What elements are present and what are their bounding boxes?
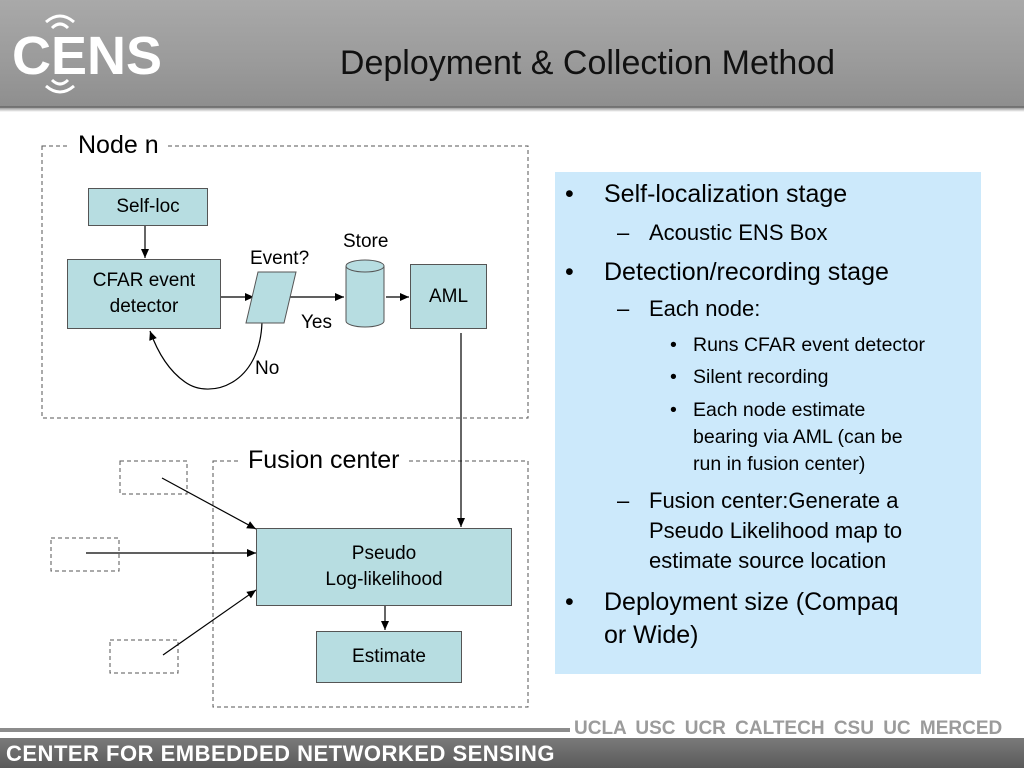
footer-divider (0, 728, 570, 732)
header-shadow (0, 106, 1024, 112)
bullet-acoustic-ens-box: Acoustic ENS Box (649, 220, 828, 245)
yes-label: Yes (301, 312, 332, 333)
arrow-no-loop (149, 321, 263, 390)
bullet-fusion-center-line2: Pseudo Likelihood map to (649, 518, 903, 543)
bullet-deployment-size-line2: or Wide) (604, 621, 699, 649)
bullet-node-estimate-line2: bearing via AML (can be (693, 426, 903, 448)
estimate-label: Estimate (352, 646, 426, 667)
bullet-self-localization: Self-localization stage (604, 180, 848, 208)
store-label: Store (343, 231, 389, 252)
dash-marker: – (617, 488, 630, 513)
estimate-box: Estimate (316, 631, 462, 683)
bullet-marker: • (565, 258, 574, 286)
bullet-marker: • (565, 588, 574, 616)
cfar-label-line2: detector (109, 296, 179, 317)
aml-label: AML (428, 285, 469, 307)
node-n-frame (41, 145, 529, 419)
external-node-2 (50, 537, 120, 572)
self-loc-box: Self-loc (88, 188, 208, 226)
arrow-ext1-pseudo (161, 477, 257, 530)
footer-org-name: CENTER FOR EMBEDDED NETWORKED SENSING (6, 741, 555, 766)
slide-title: Deployment & Collection Method (339, 44, 836, 82)
external-node-1 (119, 460, 188, 495)
bullet-fusion-center-line3: estimate source location (649, 548, 887, 573)
no-label: No (255, 358, 280, 379)
pseudo-label-line2: Log-likelihood (325, 569, 443, 590)
bullet-node-estimate-line1: Each node estimate (693, 399, 866, 421)
bullet-marker: • (670, 366, 677, 388)
arrow-ext3-pseudo (162, 589, 257, 656)
node-n-label: Node n (70, 131, 167, 160)
dash-marker: – (617, 296, 630, 321)
bullet-marker: • (565, 180, 574, 208)
bullet-runs-cfar: Runs CFAR event detector (693, 334, 925, 356)
external-node-3 (109, 639, 179, 674)
aml-box: AML (410, 264, 487, 329)
cfar-detector-box: CFAR event detector (67, 259, 221, 329)
footer-partners: UCLA USC UCR CALTECH CSU UC MERCED (574, 718, 1003, 739)
bullet-node-estimate-line3: run in fusion center) (693, 453, 866, 475)
fusion-center-label: Fusion center (240, 446, 408, 475)
logo-text: CENS (12, 26, 162, 86)
footer-bar (0, 738, 1024, 768)
event-decision-shape (245, 271, 297, 324)
pseudo-log-likelihood-box: Pseudo Log-likelihood (256, 528, 512, 606)
bullet-detection-recording: Detection/recording stage (604, 258, 889, 286)
self-loc-label: Self-loc (116, 196, 180, 217)
header-bar (0, 0, 1024, 108)
bullet-each-node: Each node: (649, 296, 761, 321)
bullet-marker: • (670, 399, 677, 421)
cfar-label-line1: CFAR event (92, 270, 196, 291)
bullet-marker: • (670, 334, 677, 356)
pseudo-label-line1: Pseudo (351, 543, 417, 564)
event-label: Event? (250, 248, 310, 269)
bullet-silent-recording: Silent recording (693, 366, 829, 388)
notes-panel (555, 172, 981, 674)
dash-marker: – (617, 220, 630, 245)
bullet-fusion-center-line1: Fusion center:Generate a (649, 488, 899, 513)
bullet-deployment-size-line1: Deployment size (Compaq (604, 588, 899, 616)
store-cylinder (345, 259, 385, 328)
cens-logo: CENS (12, 14, 162, 94)
